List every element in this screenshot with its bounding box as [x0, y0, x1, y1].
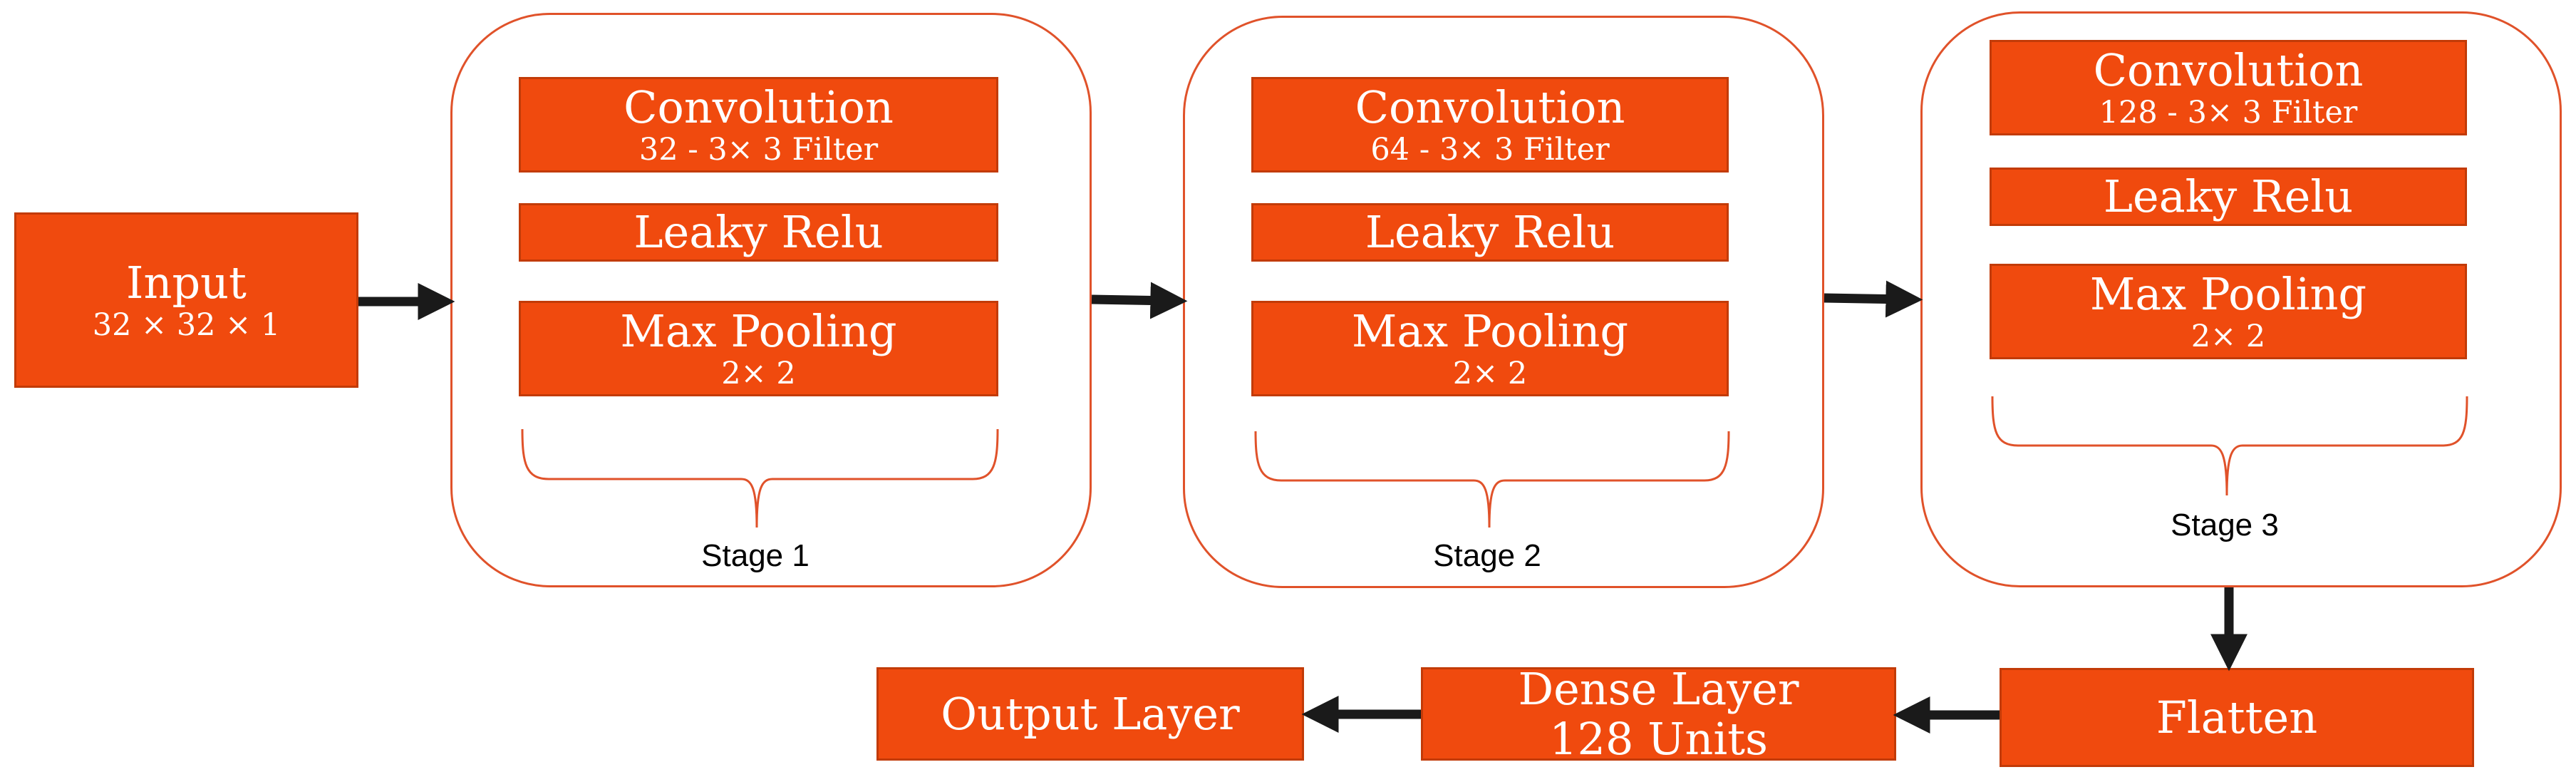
stage-2-convolution-block: Convolution 64 - 3× 3 Filter [1251, 77, 1729, 173]
stage-3-convolution-filter: 128 - 3× 3 Filter [2099, 94, 2358, 130]
stage-2-activation-block: Leaky Relu [1251, 203, 1729, 262]
dense-layer-block: Dense Layer 128 Units [1421, 663, 1896, 765]
stage-3-convolution-title: Convolution [2093, 44, 2364, 97]
stage-2-activation-title: Leaky Relu [1365, 206, 1615, 259]
dense-layer-units: 128 Units [1549, 712, 1768, 765]
stage-2-convolution-filter: 64 - 3× 3 Filter [1370, 131, 1610, 168]
stage-3-pooling-block: Max Pooling 2× 2 [1990, 264, 2467, 359]
stage-1-activation-title: Leaky Relu [633, 206, 884, 259]
stage-3-pooling-title: Max Pooling [2089, 268, 2367, 321]
stage-2-pooling-block: Max Pooling 2× 2 [1251, 301, 1729, 396]
stage-2-label: Stage 2 [1433, 538, 1541, 573]
stage-3-brace-icon [1991, 396, 2468, 496]
dense-layer-title: Dense Layer [1518, 663, 1799, 716]
input-title: Input [126, 257, 247, 309]
stage-3-pooling-size: 2× 2 [2190, 318, 2266, 354]
stage-1-brace-icon [521, 428, 999, 528]
stage-1-activation-block: Leaky Relu [519, 203, 998, 262]
stage-1-convolution-block: Convolution 32 - 3× 3 Filter [519, 77, 998, 173]
stage-1-convolution-filter: 32 - 3× 3 Filter [638, 131, 879, 168]
stage-2-pooling-size: 2× 2 [1452, 355, 1528, 391]
stage-2-convolution-title: Convolution [1355, 81, 1625, 134]
stage-3-activation-title: Leaky Relu [2103, 170, 2354, 223]
output-layer-title: Output Layer [941, 687, 1240, 740]
stage-3-convolution-block: Convolution 128 - 3× 3 Filter [1990, 40, 2467, 135]
input-block: Input 32 × 32 × 1 [14, 212, 358, 388]
stage-1-label: Stage 1 [701, 538, 809, 573]
output-layer-block: Output Layer [876, 667, 1304, 761]
flatten-title: Flatten [2156, 691, 2318, 744]
stage-3-activation-block: Leaky Relu [1990, 168, 2467, 226]
stage-3-label: Stage 3 [2171, 508, 2279, 542]
stage-1-pooling-title: Max Pooling [620, 305, 897, 358]
stage-2-brace-icon [1254, 431, 1730, 528]
stage-1-convolution-title: Convolution [624, 81, 894, 134]
arrow-stage1-to-stage2-icon [1091, 282, 1188, 319]
arrow-stage2-to-stage3-icon [1824, 280, 1923, 318]
input-shape: 32 × 32 × 1 [92, 307, 281, 343]
stage-1-pooling-block: Max Pooling 2× 2 [519, 301, 998, 396]
stage-1-pooling-size: 2× 2 [721, 355, 796, 391]
stage-2-pooling-title: Max Pooling [1351, 305, 1629, 358]
